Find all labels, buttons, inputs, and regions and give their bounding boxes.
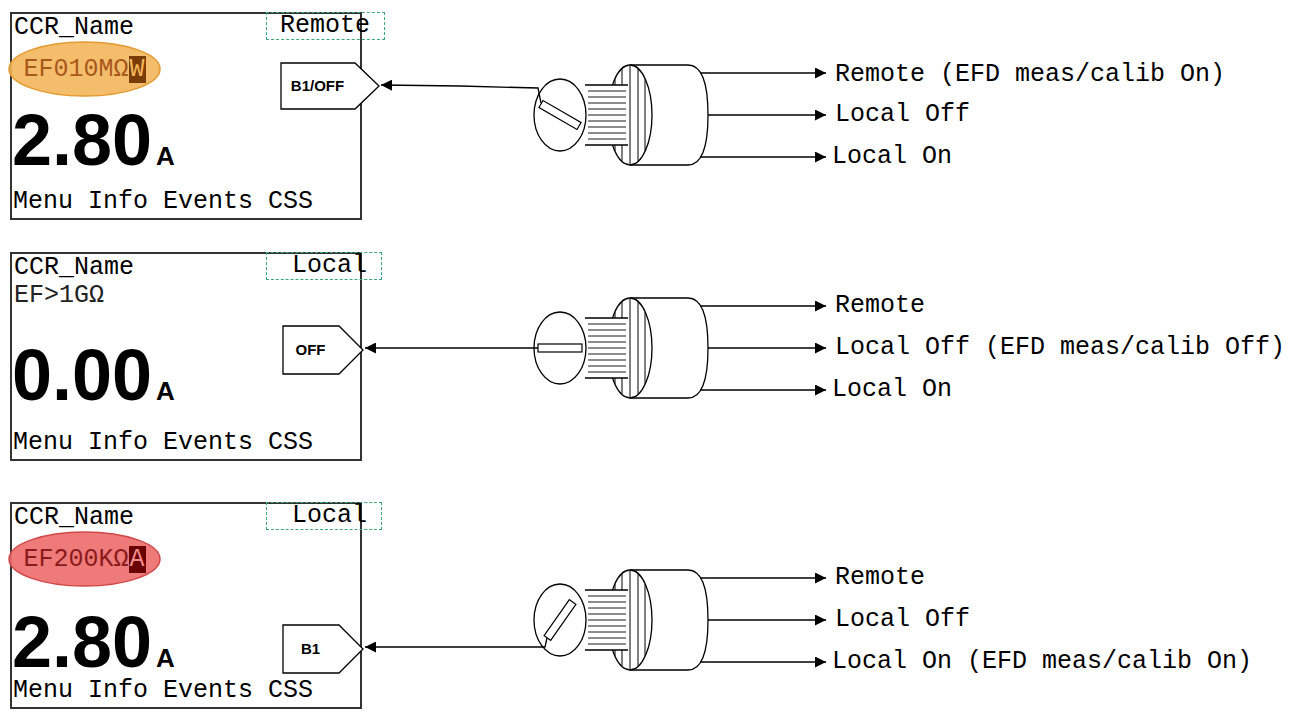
rotary-switch xyxy=(534,298,826,398)
ellipse-text-row: EF200KΩA xyxy=(8,531,161,587)
leader-line xyxy=(381,85,541,103)
step-text: OFF xyxy=(296,341,326,359)
rotary-switch xyxy=(534,570,826,670)
fault-value: EF200KΩ xyxy=(23,546,128,573)
mode-text: Local xyxy=(292,503,367,529)
display-text: CCR_Name xyxy=(14,14,134,42)
switch-position-label: Local On xyxy=(832,143,952,171)
switch-position-label: Local Off (EFD meas/calib Off) xyxy=(835,334,1285,362)
display-text: CCR_Name xyxy=(14,254,134,282)
mode-text: Remote xyxy=(280,13,370,39)
display-panel: CCR_Name2.80AMenu Info Events CSSLocalEF… xyxy=(10,502,362,709)
fault-flag: W xyxy=(129,56,146,83)
switch-position-label: Local On (EFD meas/calib On) xyxy=(832,648,1252,676)
earth-fault-alarm: EF200KΩA xyxy=(8,531,161,587)
earth-fault-highlight: EF010MΩW xyxy=(8,41,161,97)
step-text: B1 xyxy=(301,640,320,658)
mode-indicator: Local xyxy=(266,252,382,280)
pentagon-shape xyxy=(283,625,363,673)
soft-key-labels: Menu Info Events CSS xyxy=(13,188,313,216)
switch-position-label: Remote xyxy=(835,292,925,320)
display-text: CCR_Name xyxy=(14,504,134,532)
pentagon-text-area: B1/OFF xyxy=(280,62,355,110)
display-text: 2.80 xyxy=(12,606,152,678)
switch-pointer xyxy=(544,600,576,641)
step-text: B1/OFF xyxy=(291,77,344,95)
switch-position-label: Local Off xyxy=(835,606,970,634)
fault-flag: A xyxy=(129,546,146,573)
pentagon-text-area: OFF xyxy=(282,325,339,375)
pentagon-shape xyxy=(281,63,379,109)
switch-position-label: Remote (EFD meas/calib On) xyxy=(835,61,1225,89)
pentagon-shape xyxy=(283,326,363,374)
display-text: 0.00 xyxy=(12,339,152,411)
soft-key-labels: Menu Info Events CSS xyxy=(13,677,313,705)
switch-position-label: Local On xyxy=(832,376,952,404)
display-panel: CCR_NameEF>1GΩ0.00AMenu Info Events CSSL… xyxy=(10,252,362,461)
fault-value: EF010MΩ xyxy=(23,56,128,83)
switch-pointer xyxy=(538,344,582,352)
display-text: A xyxy=(156,378,175,404)
rotary-switch xyxy=(534,65,826,165)
pentagon-outline xyxy=(282,624,364,674)
step-indicator: OFF xyxy=(282,325,364,375)
mode-indicator: Local xyxy=(266,502,382,530)
display-text: A xyxy=(156,645,175,671)
display-text: A xyxy=(156,143,175,169)
ellipse-shape xyxy=(9,532,160,586)
switch-position-label: Local Off xyxy=(835,101,970,129)
switch-position-label: Remote xyxy=(835,564,925,592)
pentagon-text-area: B1 xyxy=(282,624,339,674)
display-panel: CCR_Name2.80AMenu Info Events CSSRemoteE… xyxy=(10,12,362,220)
soft-key-labels: Menu Info Events CSS xyxy=(13,429,313,457)
switch-pointer xyxy=(539,101,581,130)
leader-line xyxy=(365,638,547,647)
mode-indicator: Remote xyxy=(266,12,385,40)
display-text: 2.80 xyxy=(12,104,152,176)
ellipse-text-row: EF010MΩW xyxy=(8,41,161,97)
step-indicator: B1/OFF xyxy=(280,62,380,110)
leader-line xyxy=(365,347,538,348)
ellipse-shape xyxy=(9,42,160,96)
mode-text: Local xyxy=(292,253,367,279)
display-text: EF>1GΩ xyxy=(14,282,104,310)
step-indicator: B1 xyxy=(282,624,364,674)
